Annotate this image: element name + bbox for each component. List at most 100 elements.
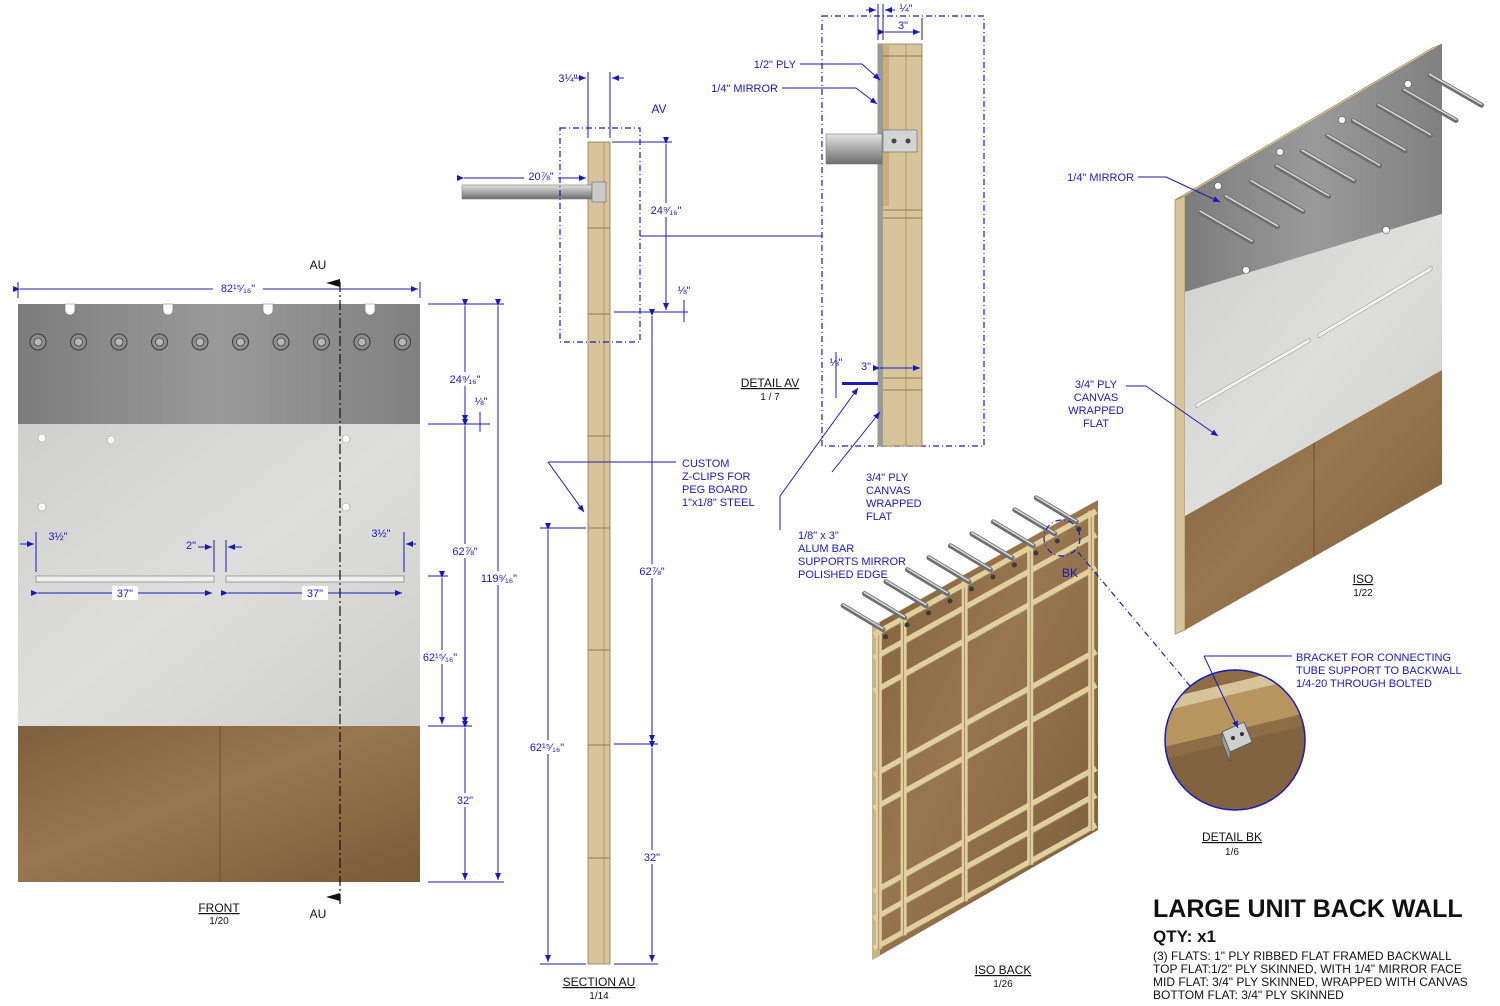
note-iso-canvas-3: WRAPPED [1068,405,1124,417]
iso-scale: 1/22 [1353,588,1373,599]
iso-peg [1223,194,1280,230]
iso-back-peg [1033,495,1079,525]
note-zclip-3: PEG BOARD [682,484,747,496]
dim-bar-right: 37" [307,588,323,600]
dim-mid-panel-a: 62⅞" [452,546,477,558]
dim-thickness: 3¼" [558,73,577,85]
front-title: FRONT [198,901,240,915]
iso-peg [1427,72,1484,108]
note-iso-canvas-4: FLAT [1083,418,1109,430]
iso-back-peg [1012,507,1058,537]
iso-back-peg [947,543,993,573]
iso-back-peg [840,603,886,633]
dim-overall-height: 119⁹⁄₁₆" [481,573,517,585]
note-av-bar-3: SUPPORTS MIRROR [798,556,906,568]
detail-av-title: DETAIL AV [741,376,799,390]
dim-tube-length: 20⅞" [528,171,553,183]
note-av-canvas-1: 3/4" PLY [866,472,909,484]
title-block: LARGE UNIT BACK WALL QTY: x1 (3) FLATS: … [1153,895,1468,1002]
iso-back-view: BK ISO BACK 1/26 [840,495,1191,990]
peg-row [29,333,411,351]
note-bk-3: 1/4-20 THROUGH BOLTED [1296,678,1432,690]
section-arrow-top [326,279,340,287]
spec-line-1: (3) FLATS: 1" PLY RIBBED FLAT FRAMED BAC… [1153,949,1452,963]
iso-peg [1299,148,1357,184]
dim-section-lower-mid: 62¹⁵⁄₁₆" [530,742,564,754]
sheet-qty: QTY: x1 [1153,927,1216,946]
label-iso-mirror: 1/4" MIRROR [1067,172,1134,184]
note-zclip-2: Z-CLIPS FOR [682,471,751,483]
iso-peg [1376,103,1433,139]
dim-left-inset: 3½" [48,531,67,543]
section-title: SECTION AU [563,975,636,989]
alum-bar [842,382,878,385]
iso-peg [1401,87,1459,123]
dim-bottom-panel: 32" [457,795,473,807]
front-plywood-panel [18,726,420,882]
notch [64,303,76,316]
note-bk-1: BRACKET FOR CONNECTING [1296,652,1451,664]
front-scale: 1/20 [209,916,229,927]
iso-peg [1248,179,1306,215]
dim-bar-gap: 2" [186,540,196,552]
detail-bk-title: DETAIL BK [1202,830,1262,844]
dim-section-bottom: 32" [644,852,660,864]
dim-top-panel: 24⁹⁄₁₆" [450,374,481,386]
iso-back-peg [862,591,908,621]
spec-line-3: MID FLAT: 3/4" PLY SKINNED, WRAPPED WITH… [1153,975,1468,989]
section-arrow-bottom [326,893,340,901]
spec-line-2: TOP FLAT:1/2" PLY SKINNED, WITH 1/4" MIR… [1153,962,1462,976]
z-clip-bar-right [225,575,405,583]
note-av-canvas-3: WRAPPED [866,498,922,510]
spec-line-4: BOTTOM FLAT: 3/4" PLY SKINNED [1153,988,1344,1002]
iso-canvas-panel [1185,214,1442,516]
detail-av-tube [825,133,883,165]
dim-overall-width: 82¹⁵⁄₁₆" [221,283,255,295]
notch [162,303,174,316]
iso-back-peg [883,579,929,609]
iso-back-peg [969,531,1015,561]
detail-bk-tag: BK [1062,566,1078,580]
sheet-title: LARGE UNIT BACK WALL [1153,895,1463,923]
iso-peg [1197,209,1255,245]
detail-av-mirror [878,44,883,446]
iso-peg [1350,118,1408,154]
front-mirror-panel [18,304,420,424]
note-av-canvas-2: CANVAS [866,485,910,497]
section-tube [461,184,593,200]
note-av-bar-1: 1/8" x 3" [798,530,839,542]
detail-av-callout [559,127,641,343]
detail-av-scale: 1 / 7 [760,392,780,403]
iso-back-frame [872,508,1098,952]
canvas-holes [37,433,351,512]
iso-view: 1/4" MIRROR 3/4" PLY CANVAS WRAPPED FLAT… [1067,43,1484,635]
detail-bk-view: BRACKET FOR CONNECTING TUBE SUPPORT TO B… [1164,652,1462,858]
iso-back-scale: 1/26 [993,979,1013,990]
section-mark-bottom: AU [310,907,327,921]
dim-mid-panel-b: 62¹⁵⁄₁₆" [423,652,457,664]
iso-back-peg [904,567,950,597]
iso-peg-row [1197,72,1484,274]
front-canvas-panel [18,424,420,726]
iso-peg [1325,133,1382,169]
detail-av-bracket [882,129,918,153]
note-zclip-4: 1"x1/8" STEEL [682,497,755,509]
section-au-view: AV 3¼" 20⅞" 24⁹⁄₁₆" ⅛" 62⅞" 32" 62¹⁵⁄₁₆" [457,72,822,1002]
label-av-mirror: 1/4" MIRROR [711,83,778,95]
dim-section-mid: 62⅞" [639,566,664,578]
iso-back-peg [990,519,1036,549]
iso-back-peg-row [840,495,1079,633]
iso-title: ISO [1353,572,1374,586]
z-clip-bar-left [35,575,215,583]
detail-av-view: ¼" 3" 1/2" PLY 1/4" MIRROR ⅛" 3" DETAIL … [711,3,985,581]
dim-right-inset: 3½" [371,528,390,540]
iso-back-peg [926,555,972,585]
notch [262,303,274,316]
note-av-bar-2: ALUM BAR [798,543,854,555]
iso-back-title: ISO BACK [975,963,1032,977]
dim-av-three-top: 3" [898,20,908,32]
dim-gap: ⅛" [474,396,487,408]
note-bk-2: TUBE SUPPORT TO BACKWALL [1296,665,1462,677]
dim-tube-height: 24⁹⁄₁₆" [651,205,682,217]
